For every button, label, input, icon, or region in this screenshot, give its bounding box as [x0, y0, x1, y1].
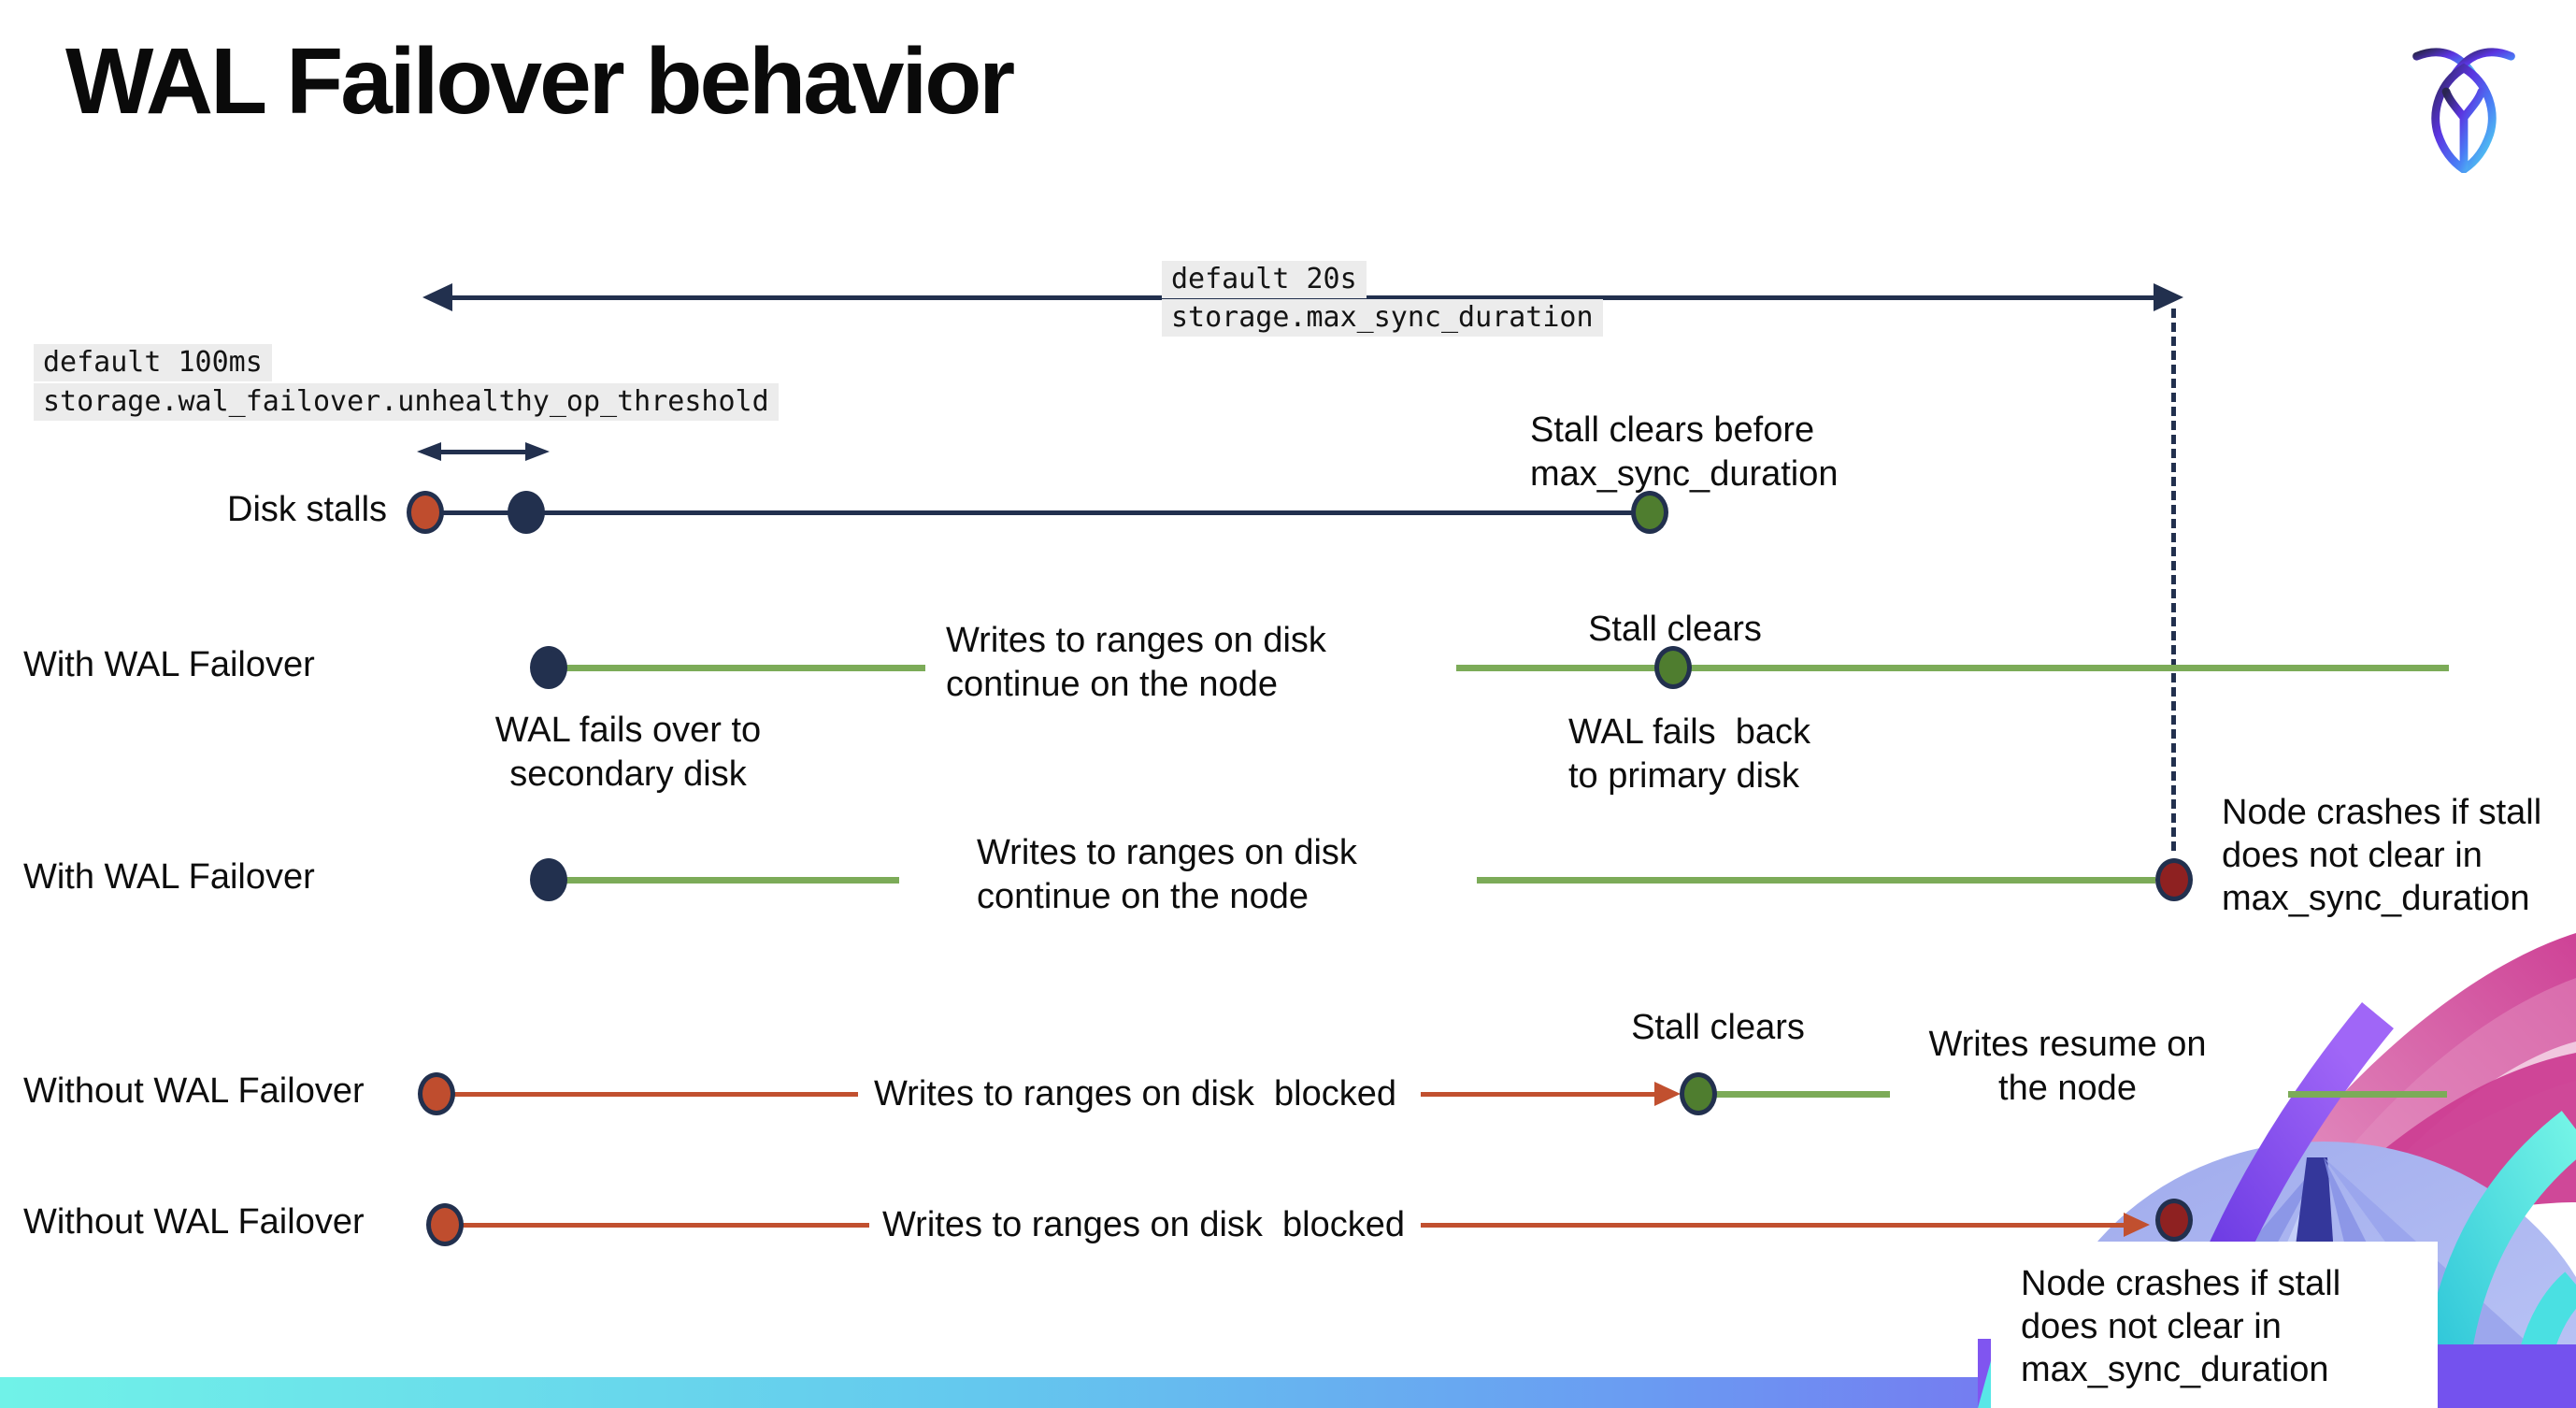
- cockroachdb-logo-icon: [2412, 48, 2515, 173]
- node-crash-dot-row3: [2155, 858, 2193, 901]
- writes-resume-annotation: Writes resume on the node: [1928, 1025, 2207, 1108]
- row2-green-line-a: [561, 665, 925, 671]
- disk-stall-start-dot: [407, 491, 444, 534]
- small-arrow-right-icon: [525, 442, 550, 461]
- node-crash-dot-row5: [2155, 1199, 2193, 1242]
- writes-blocked-annotation-row5: Writes to ranges on disk blocked: [882, 1205, 1406, 1244]
- wal-failover-dot-row3: [530, 858, 567, 901]
- row4-red-line-a: [449, 1092, 858, 1097]
- max-sync-duration-setting-label: storage.max_sync_duration: [1162, 299, 1603, 337]
- without-wal-failover-row-label-2: Without WAL Failover: [23, 1202, 365, 1242]
- node-crashes-callout-box: [1991, 1242, 2438, 1408]
- disk-stall-dot-row5: [426, 1203, 464, 1246]
- row3-green-line-a: [561, 877, 899, 884]
- disk-stalls-row-label: Disk stalls: [227, 490, 388, 529]
- node-crashes-annotation-row5: Node crashes if stall does not clear in …: [2021, 1264, 2341, 1389]
- unhealthy-op-threshold-setting-label: storage.wal_failover.unhealthy_op_thresh…: [34, 383, 779, 421]
- max-sync-deadline-dashed-line: [2171, 309, 2176, 851]
- row3-green-line-b: [1477, 877, 2155, 884]
- stall-clears-before-annotation: Stall clears before max_sync_duration: [1530, 410, 1839, 494]
- small-arrow-left-icon: [417, 442, 441, 461]
- arrow-left-icon: [422, 283, 452, 311]
- stall-clears-dot-row1: [1631, 491, 1668, 534]
- writes-continue-annotation-row3: Writes to ranges on disk continue on the…: [977, 833, 1357, 916]
- row2-green-line-b: [1456, 665, 2449, 671]
- red-arrowhead-row5-icon: [2124, 1213, 2150, 1237]
- writes-blocked-annotation-row4: Writes to ranges on disk blocked: [874, 1074, 1397, 1113]
- failover-threshold-dot: [508, 491, 545, 534]
- disk-stall-timeline: [425, 510, 1650, 515]
- wal-failover-dot-row2: [530, 646, 567, 689]
- red-arrowhead-row4-icon: [1654, 1082, 1681, 1106]
- row4-green-line-b: [2288, 1091, 2447, 1098]
- row4-red-line-b: [1421, 1092, 1656, 1097]
- disk-stall-dot-row4: [418, 1072, 455, 1115]
- wal-fails-over-annotation: WAL fails over to secondary disk: [494, 711, 762, 794]
- stall-clears-annotation-row2: Stall clears: [1588, 610, 1762, 649]
- arrow-right-icon: [2154, 283, 2183, 311]
- default-100ms-code-label: default 100ms: [34, 344, 272, 381]
- slide-title: WAL Failover behavior: [65, 29, 1015, 134]
- row5-red-line-a: [458, 1223, 869, 1228]
- without-wal-failover-row-label-1: Without WAL Failover: [23, 1071, 365, 1111]
- row5-red-line-b: [1421, 1223, 2124, 1228]
- stall-clears-dot-row4: [1680, 1072, 1717, 1115]
- stall-clears-annotation-row4: Stall clears: [1631, 1008, 1805, 1047]
- threshold-span-line: [437, 450, 527, 454]
- wal-fails-back-annotation: WAL fails back to primary disk: [1568, 712, 1811, 796]
- stall-clears-dot-row2: [1654, 646, 1692, 689]
- with-wal-failover-row-label-1: With WAL Failover: [23, 645, 315, 684]
- with-wal-failover-row-label-2: With WAL Failover: [23, 857, 315, 897]
- default-20s-code-label: default 20s: [1162, 261, 1367, 298]
- node-crashes-annotation-row3: Node crashes if stall does not clear in …: [2222, 793, 2542, 918]
- row4-green-line-a: [1712, 1091, 1890, 1098]
- writes-continue-annotation-row2: Writes to ranges on disk continue on the…: [946, 621, 1326, 704]
